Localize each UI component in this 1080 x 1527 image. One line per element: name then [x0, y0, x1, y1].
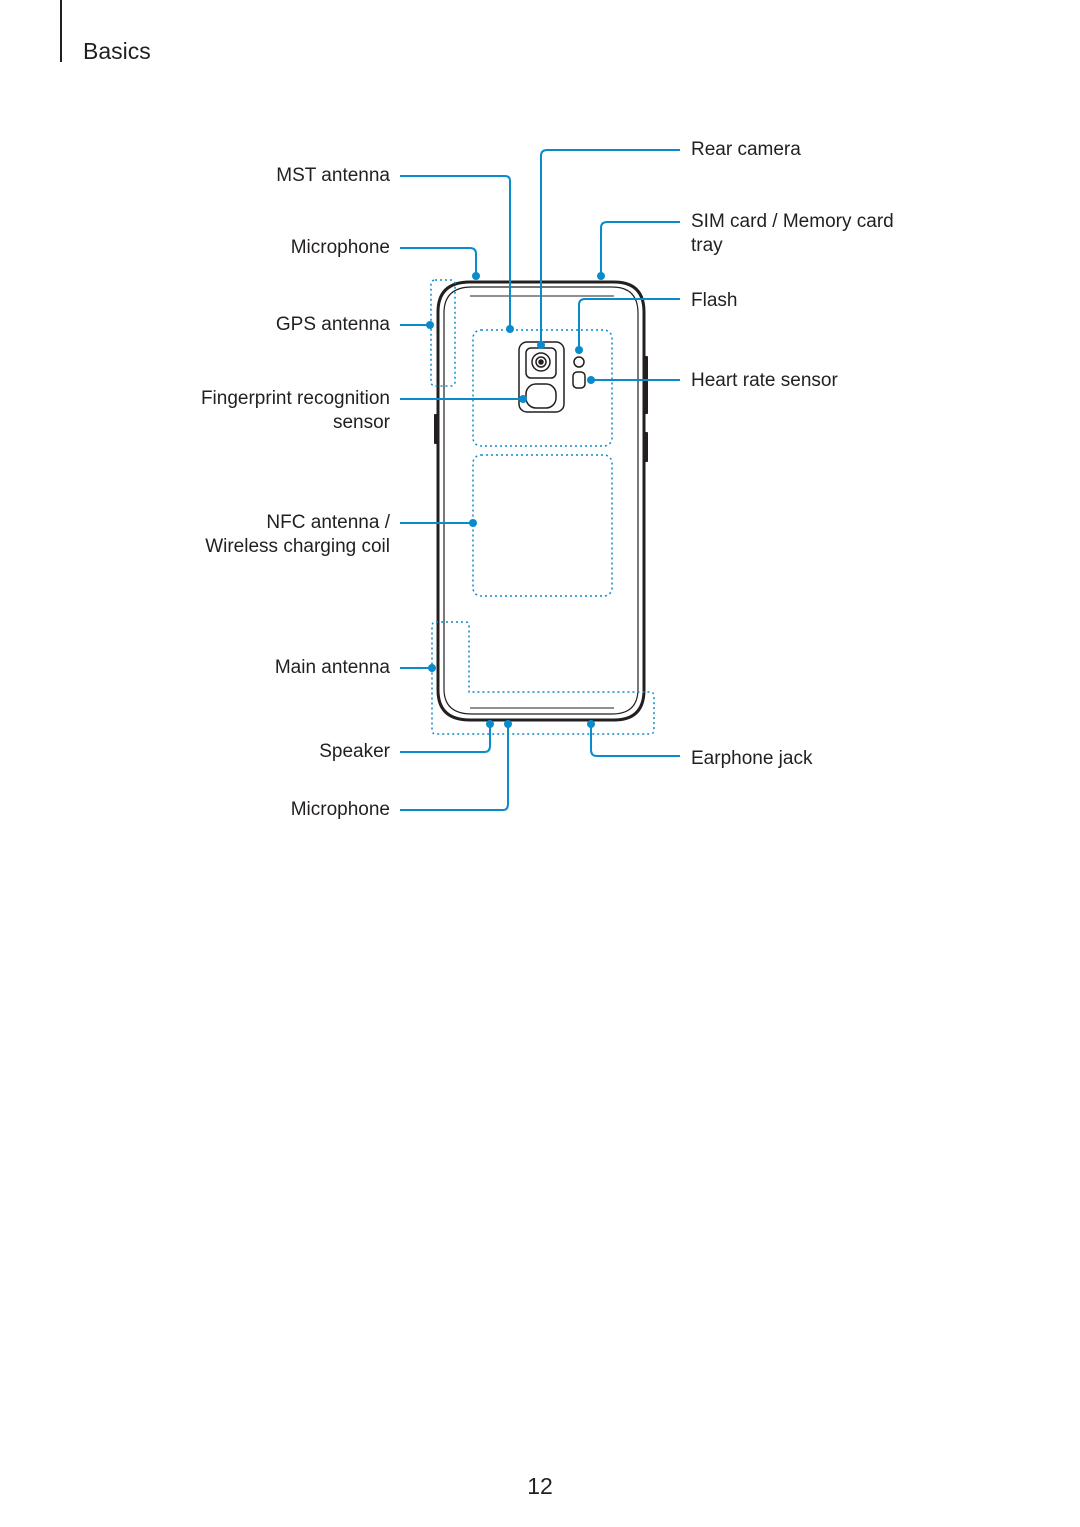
label-flash: Flash — [691, 290, 738, 311]
label-speaker: Speaker — [319, 741, 390, 762]
callout-lines — [400, 149, 680, 811]
label-microphone-bottom: Microphone — [290, 799, 390, 820]
label-microphone-top: Microphone — [290, 237, 390, 258]
header-rule — [60, 0, 62, 62]
side-buttons — [434, 356, 648, 462]
label-nfc-antenna: NFC antenna / Wireless charging coil — [205, 512, 390, 557]
label-earphone-jack: Earphone jack — [691, 748, 813, 769]
camera-module — [518, 341, 586, 413]
page-number: 12 — [527, 1473, 553, 1499]
label-sim-tray: SIM card / Memory card tray — [691, 211, 894, 256]
label-heart-rate-sensor: Heart rate sensor — [691, 370, 838, 391]
label-main-antenna: Main antenna — [274, 657, 390, 678]
section-title: Basics — [83, 38, 151, 64]
label-fingerprint-sensor: Fingerprint recognition sensor — [200, 388, 390, 433]
callout-dots — [426, 272, 605, 728]
label-mst-antenna: MST antenna — [276, 165, 390, 186]
label-rear-camera: Rear camera — [691, 139, 801, 160]
label-gps-antenna: GPS antenna — [275, 314, 390, 335]
